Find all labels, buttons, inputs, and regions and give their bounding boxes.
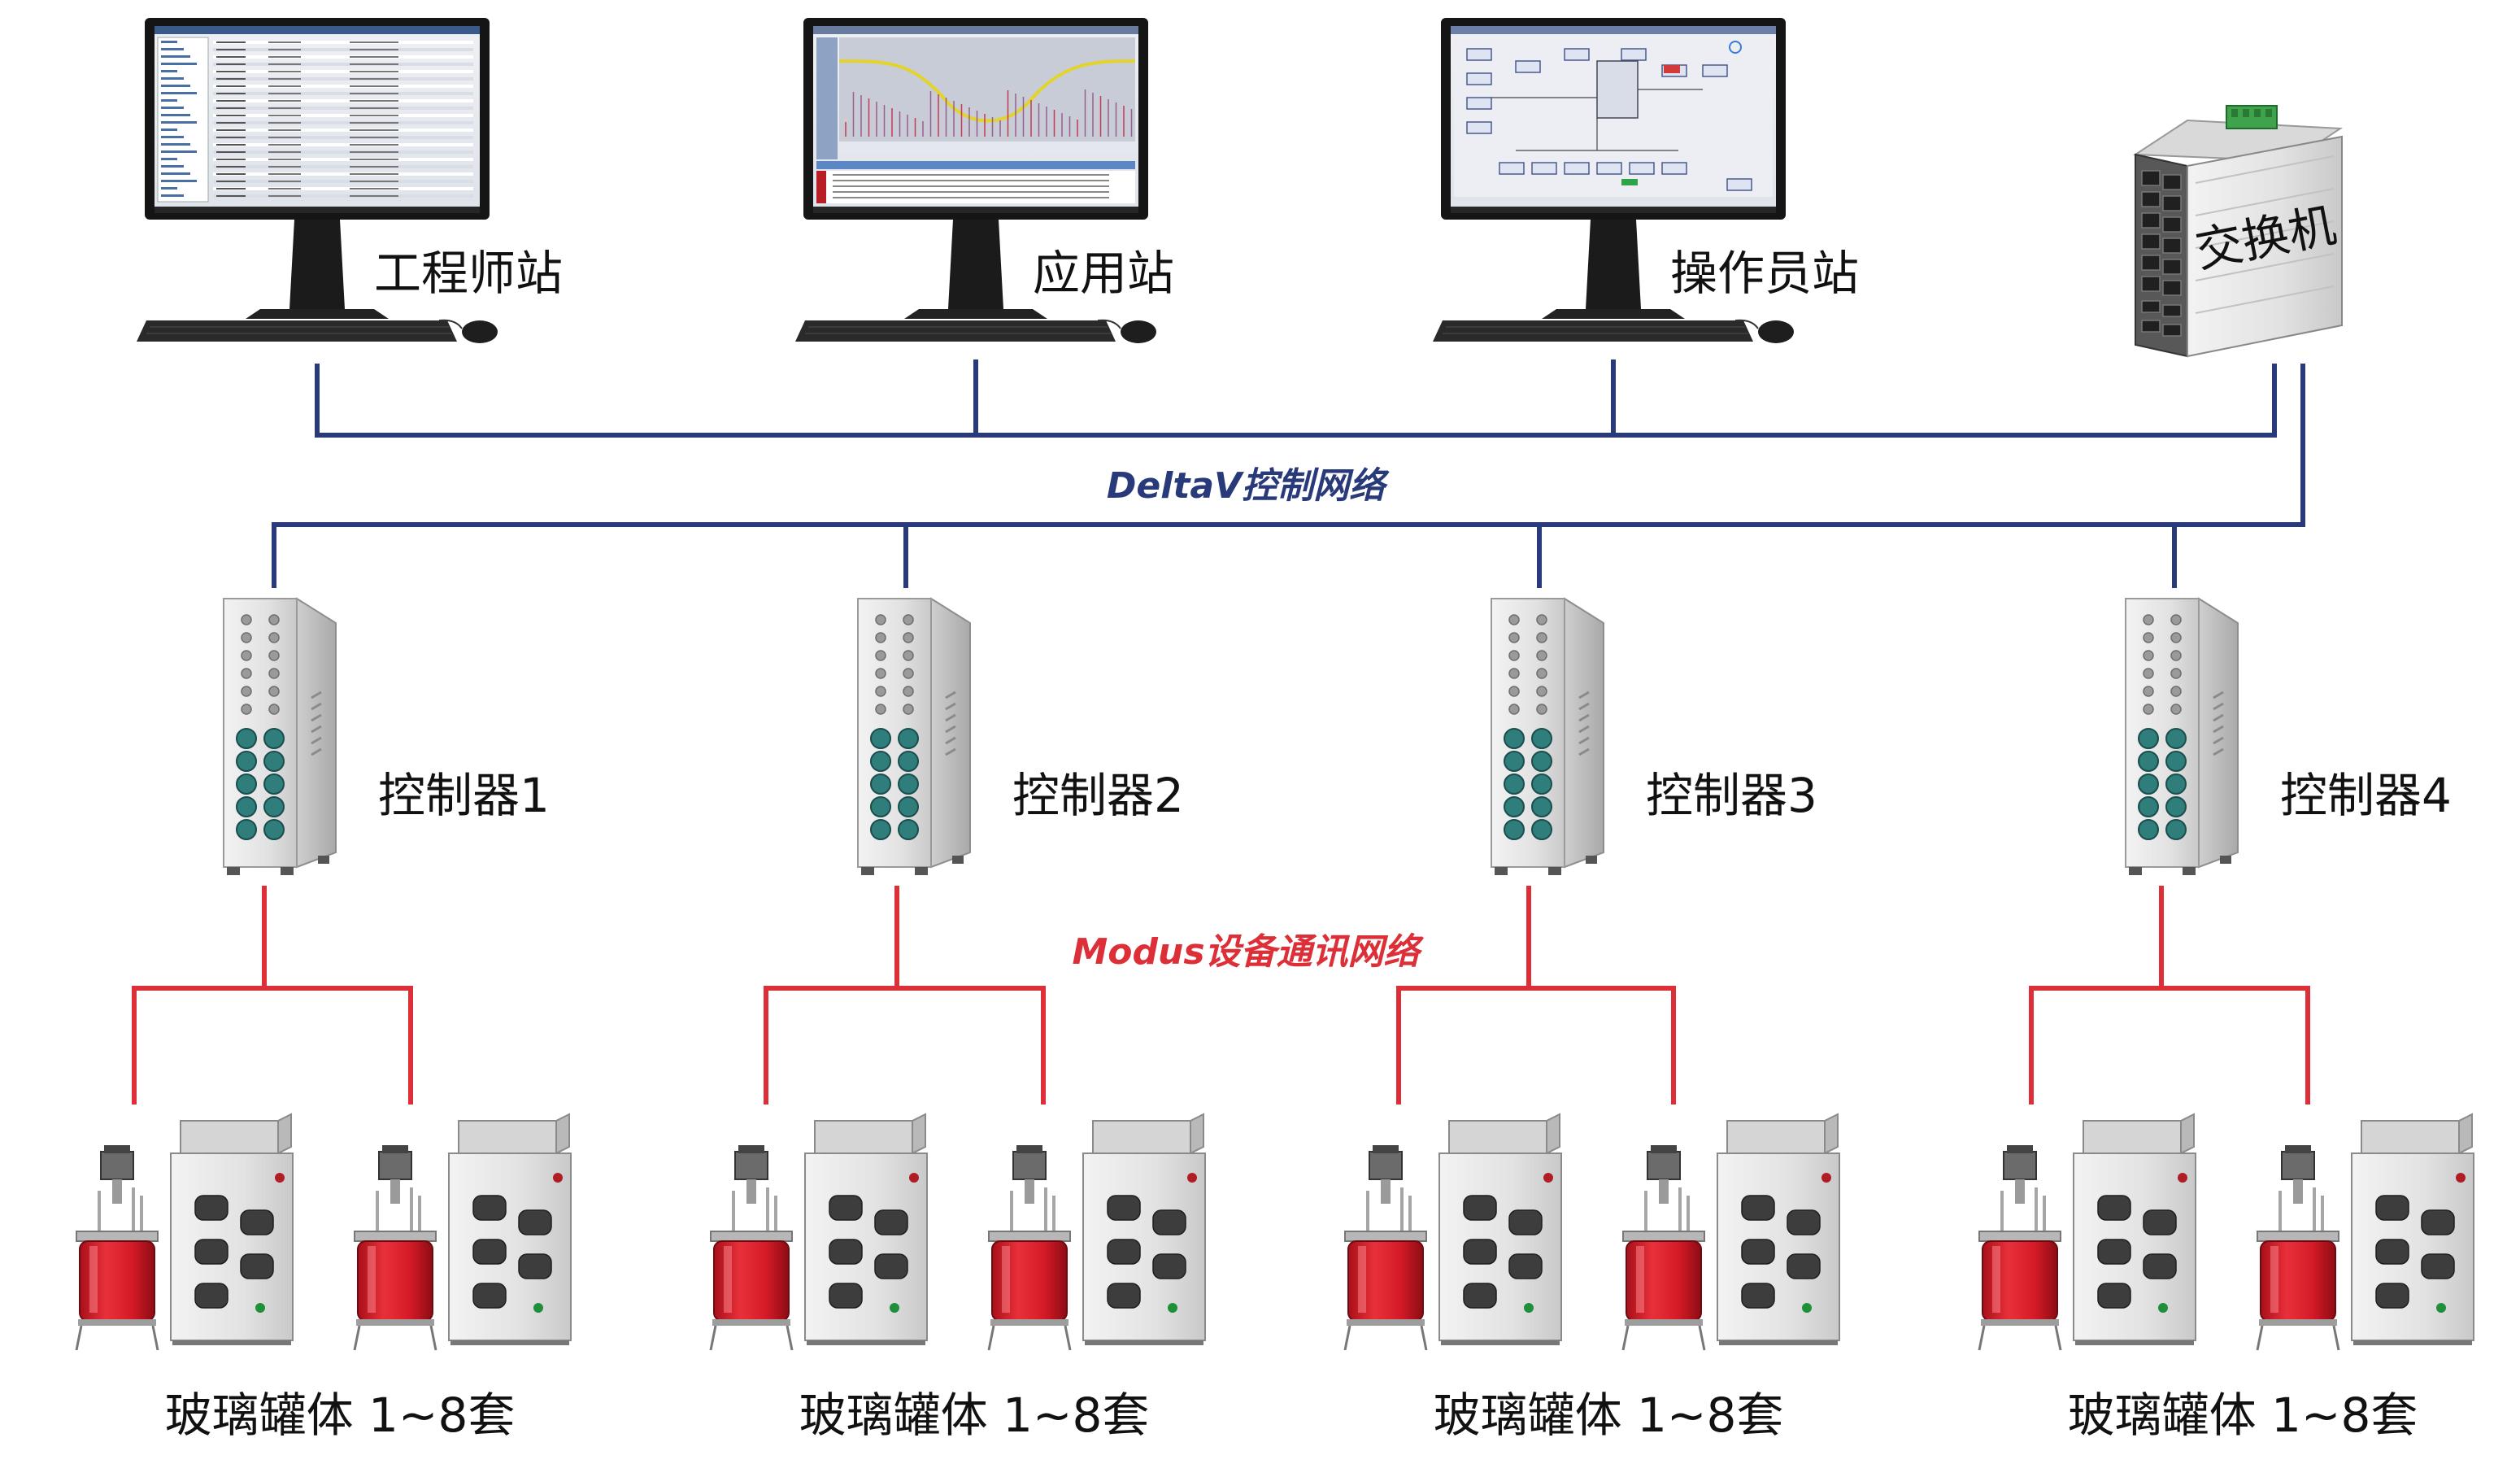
modbus-branch-3 — [1396, 886, 1676, 1105]
fermenter-group-2: 玻璃罐体 1~8套 — [709, 1113, 1206, 1443]
controller-1: 控制器1 — [223, 597, 550, 875]
workstation-3: 操作员站 — [1433, 18, 1859, 343]
fermenter-group-label: 玻璃罐体 1~8套 — [2068, 1388, 2418, 1443]
glass-fermenter-unit — [987, 1113, 1206, 1351]
glass-fermenter-unit — [1621, 1113, 1840, 1351]
controller-4: 控制器4 — [2125, 597, 2452, 875]
monitor-screen-trend-chart — [813, 26, 1138, 203]
controller-2: 控制器2 — [857, 597, 1184, 875]
monitor-screen-process-graphic — [1451, 26, 1776, 197]
workstation-bus — [315, 364, 2277, 438]
fermenter-group-label: 玻璃罐体 1~8套 — [165, 1388, 516, 1443]
controller-label: 控制器1 — [378, 768, 550, 823]
deltav-network-lines — [272, 359, 2305, 588]
glass-fermenter-unit — [2256, 1113, 2474, 1351]
fermenter-group-label: 玻璃罐体 1~8套 — [1434, 1388, 1784, 1443]
glass-fermenter-unit — [709, 1113, 928, 1351]
controller-label: 控制器3 — [1646, 768, 1817, 823]
modbus-network-lines — [132, 886, 2310, 1105]
workstation-2: 应用站 — [795, 18, 1174, 343]
glass-fermenter-unit — [353, 1113, 572, 1351]
fermenter-group-3: 玻璃罐体 1~8套 — [1343, 1113, 1840, 1443]
workstations: 工程师站 应用站 操作员站 — [137, 18, 1859, 343]
controller-bus — [272, 522, 2305, 588]
workstation-1: 工程师站 — [137, 18, 563, 343]
controller-3: 控制器3 — [1491, 597, 1817, 875]
workstation-label: 工程师站 — [374, 246, 563, 301]
controller-label: 控制器2 — [1012, 768, 1184, 823]
controllers: 控制器1 控制器2 — [223, 597, 2452, 875]
glass-fermenter-unit — [1978, 1113, 2196, 1351]
modbus-branch-4 — [2029, 886, 2310, 1105]
fermenter-groups: 玻璃罐体 1~8套 — [75, 1113, 2474, 1443]
modbus-branch-1 — [132, 886, 413, 1105]
workstation-label: 操作员站 — [1670, 246, 1859, 301]
monitor-screen-engineering-explorer — [155, 26, 480, 203]
controller-label: 控制器4 — [2280, 768, 2452, 823]
workstation-label: 应用站 — [1033, 246, 1174, 301]
glass-fermenter-unit — [75, 1113, 294, 1351]
fermenter-group-1: 玻璃罐体 1~8套 — [75, 1113, 572, 1443]
deltav-network-label: DeltaV控制网络 — [1107, 465, 1390, 507]
glass-fermenter-unit — [1343, 1113, 1562, 1351]
modbus-branch-2 — [764, 886, 1046, 1105]
fermenter-group-label: 玻璃罐体 1~8套 — [799, 1388, 1150, 1443]
network-switch: 交换机 — [2132, 105, 2344, 358]
fermenter-group-4: 玻璃罐体 1~8套 — [1978, 1113, 2474, 1443]
modbus-network-label: Modus设备通讯网络 — [1072, 931, 1424, 973]
